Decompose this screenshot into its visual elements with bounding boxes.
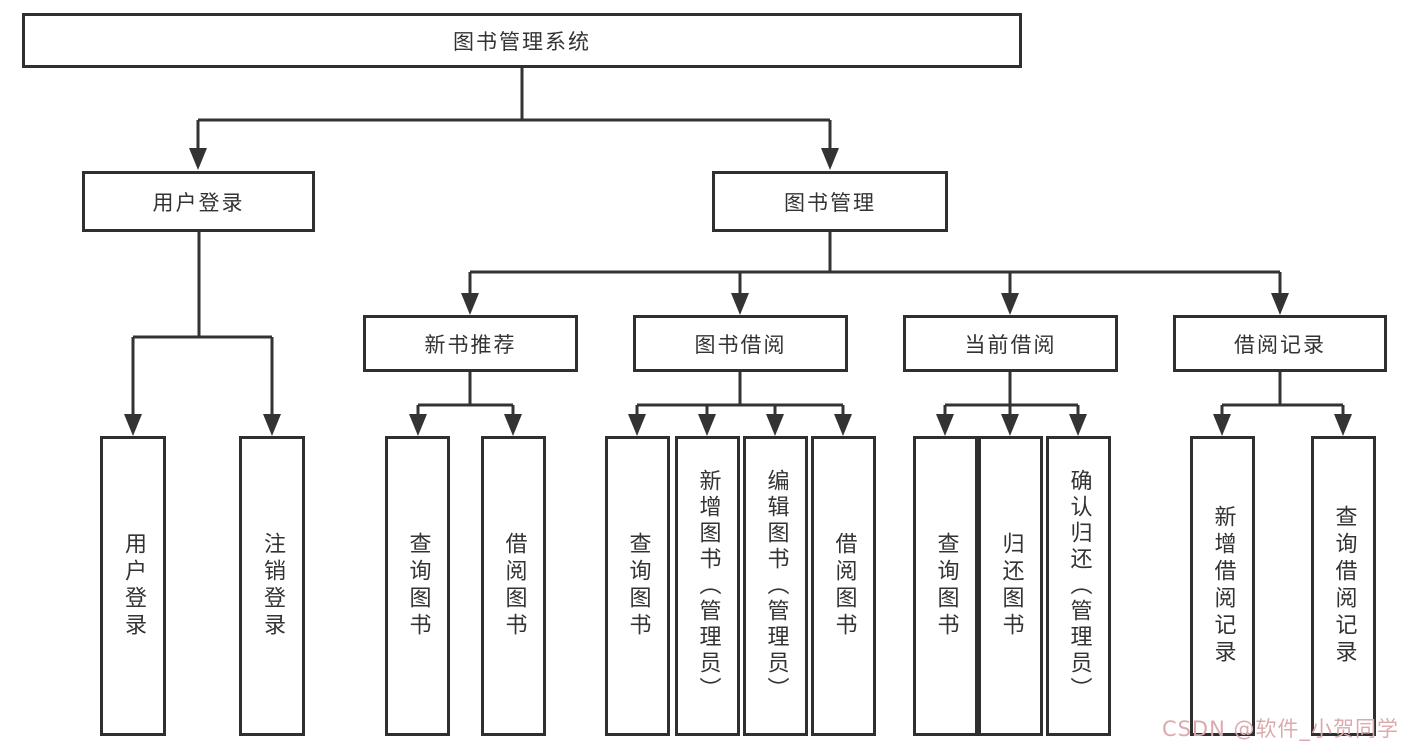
node-current-borrow-label: 当前借阅 [964,332,1057,357]
leaf-rec-borrow-books-label: 借阅图书 [501,532,527,640]
node-root-label: 图书管理系统 [453,29,591,54]
leaf-logout: 注销登录 [239,436,305,736]
leaf-bb-borrow-books: 借阅图书 [811,436,876,736]
leaf-logout-label: 注销登录 [260,532,285,640]
leaf-rec-query-books-label: 查询图书 [405,532,431,640]
leaf-bb-edit-books-admin: 编辑图书（管理员） [743,436,808,736]
node-borrow-records: 借阅记录 [1173,315,1387,372]
leaf-br-query-record: 查询借阅记录 [1311,436,1376,736]
leaf-rec-query-books: 查询图书 [385,436,450,736]
node-new-book-recommend-label: 新书推荐 [424,332,517,357]
node-user-login: 用户登录 [82,171,315,232]
leaf-bb-add-books-admin-label: 新增图书（管理员） [695,469,721,703]
node-user-login-label: 用户登录 [152,190,245,215]
leaf-cb-return-books: 归还图书 [978,436,1043,736]
leaf-bb-add-books-admin: 新增图书（管理员） [675,436,740,736]
leaf-rec-borrow-books: 借阅图书 [481,436,546,736]
leaf-cb-confirm-return-admin: 确认归还（管理员） [1046,436,1111,736]
node-new-book-recommend: 新书推荐 [363,315,578,372]
node-book-borrow-label: 图书借阅 [694,332,787,357]
leaf-br-add-record-label: 新增借阅记录 [1210,505,1236,667]
node-borrow-records-label: 借阅记录 [1234,332,1326,357]
leaf-cb-return-books-label: 归还图书 [998,532,1024,640]
leaf-user-login-label: 用户登录 [121,532,146,640]
node-current-borrow: 当前借阅 [903,315,1118,372]
leaf-bb-query-books: 查询图书 [605,436,670,736]
leaf-br-query-record-label: 查询借阅记录 [1331,505,1357,667]
leaf-bb-borrow-books-label: 借阅图书 [831,532,857,640]
node-root: 图书管理系统 [22,13,1022,68]
leaf-bb-query-books-label: 查询图书 [625,532,651,640]
node-book-management: 图书管理 [712,171,948,232]
leaf-cb-query-books: 查询图书 [913,436,978,736]
leaf-cb-confirm-return-admin-label: 确认归还（管理员） [1066,469,1092,703]
node-book-management-label: 图书管理 [784,190,876,215]
leaf-user-login: 用户登录 [100,436,166,736]
leaf-br-add-record: 新增借阅记录 [1190,436,1255,736]
watermark: CSDN @软件_小贺同学 [1161,717,1399,741]
node-book-borrow: 图书借阅 [633,315,848,372]
arrowhead-icons [124,148,1352,436]
leaf-cb-query-books-label: 查询图书 [933,532,959,640]
leaf-bb-edit-books-admin-label: 编辑图书（管理员） [763,469,789,703]
